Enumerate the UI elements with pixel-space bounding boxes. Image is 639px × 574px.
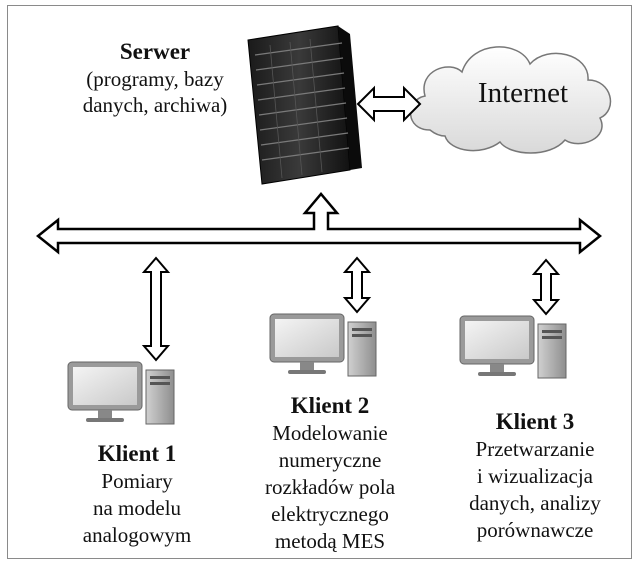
server-title: Serwer	[119, 39, 191, 64]
internet-cloud-icon	[409, 46, 612, 154]
network-bus-arrow	[35, 192, 603, 255]
client1-description: Pomiary na modelu analogowym	[82, 469, 192, 547]
server-internet-arrow	[356, 85, 422, 123]
client2-link-arrow	[342, 256, 372, 314]
server-rack-icon	[247, 25, 362, 185]
server-description: (programy, bazy danych, archiwa)	[82, 67, 228, 117]
client2-description: Modelowanie numeryczne rozkładów pola el…	[264, 421, 396, 553]
client2-computer-icon	[269, 313, 377, 377]
client3-title: Klient 3	[495, 409, 575, 434]
client2-title: Klient 2	[290, 393, 370, 418]
client3-link-arrow	[531, 258, 561, 316]
client1-computer-icon	[67, 361, 175, 425]
client1-title: Klient 1	[97, 441, 177, 466]
client3-description: Przetwarzanie i wizualizacja danych, ana…	[469, 437, 601, 542]
client1-link-arrow	[141, 256, 171, 362]
client3-computer-icon	[459, 315, 567, 379]
internet-label: Internet	[477, 77, 569, 109]
